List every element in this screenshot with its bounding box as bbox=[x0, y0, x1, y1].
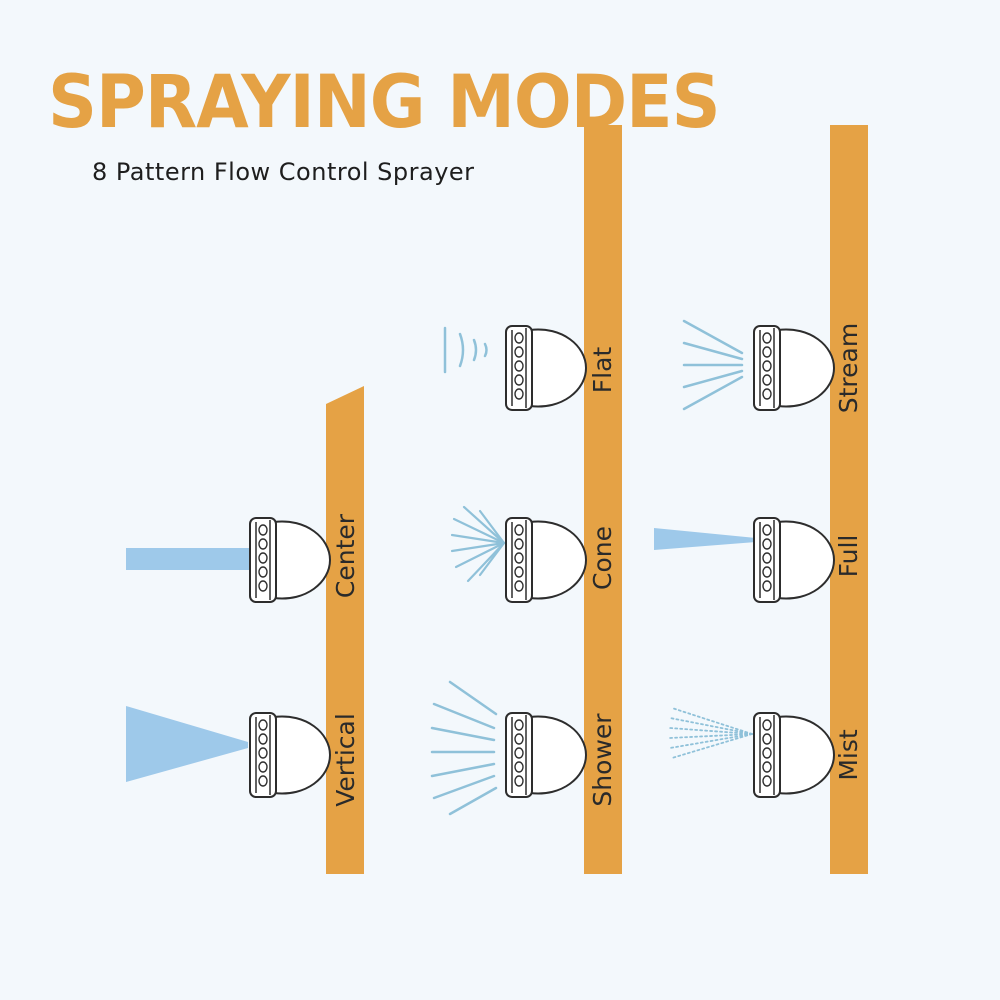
mode-label-full: Full bbox=[834, 534, 863, 578]
mode-label-flat: Flat bbox=[588, 346, 617, 394]
center-spray-icon bbox=[126, 548, 250, 570]
nozzle-icon bbox=[748, 510, 858, 610]
mode-label-shower: Shower bbox=[588, 713, 617, 807]
vertical-spray-icon bbox=[126, 706, 248, 782]
nozzle-icon bbox=[500, 705, 610, 805]
nozzle-icon bbox=[500, 318, 610, 418]
shower-spray-icon bbox=[430, 680, 498, 816]
stream-spray-icon bbox=[682, 319, 744, 411]
nozzle-icon bbox=[748, 705, 858, 805]
mode-label-stream: Stream bbox=[834, 322, 863, 414]
full-spray-icon bbox=[654, 528, 756, 550]
mode-label-cone: Cone bbox=[588, 526, 617, 590]
mode-label-vertical: Vertical bbox=[331, 713, 360, 807]
nozzle-icon bbox=[748, 318, 858, 418]
nozzle-icon bbox=[244, 510, 354, 610]
flat-spray-icon bbox=[443, 326, 488, 374]
page-subtitle: 8 Pattern Flow Control Sprayer bbox=[92, 158, 475, 186]
nozzle-icon bbox=[244, 705, 354, 805]
mode-label-mist: Mist bbox=[834, 729, 863, 781]
mount-bar-right bbox=[830, 125, 868, 874]
cone-spray-icon bbox=[450, 505, 506, 583]
mode-label-center: Center bbox=[331, 513, 360, 599]
nozzle-icon bbox=[500, 510, 610, 610]
mount-bar-middle bbox=[584, 125, 622, 874]
mist-spray-icon bbox=[669, 707, 753, 759]
